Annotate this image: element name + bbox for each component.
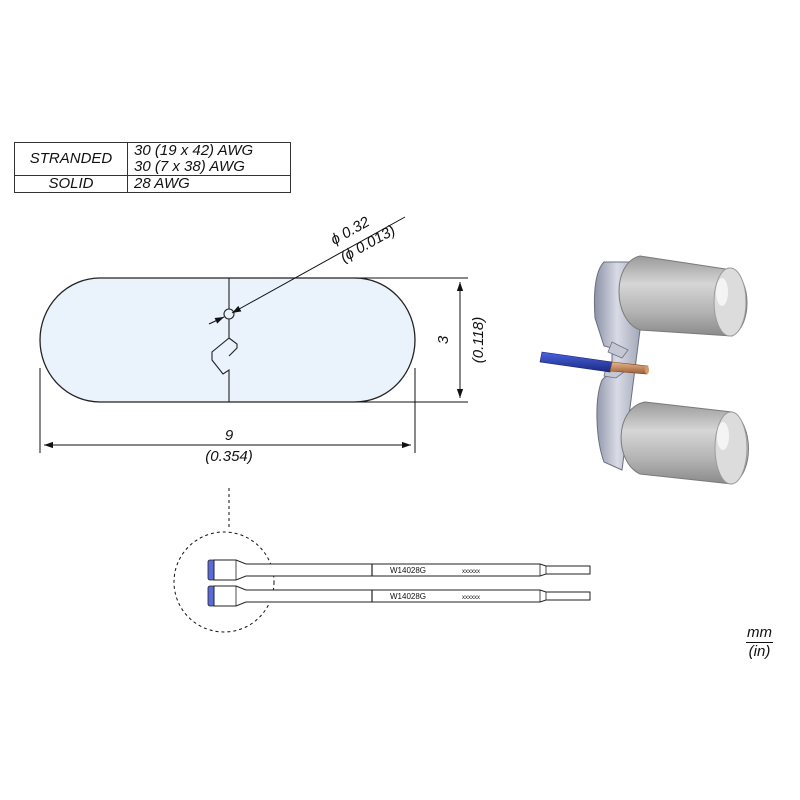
tip-side-view: W14028G xxxxxx W14028G xxxxxx bbox=[173, 488, 591, 633]
upper-cartridge bbox=[618, 255, 748, 337]
tip-3d-illustration bbox=[539, 255, 749, 485]
lower-arm-model: W14028G bbox=[390, 592, 426, 601]
lower-arm-code: xxxxxx bbox=[462, 595, 480, 601]
lower-arm: W14028G xxxxxx bbox=[207, 585, 591, 607]
width-dim-mm: 9 bbox=[225, 427, 234, 444]
upper-arm-code: xxxxxx bbox=[462, 569, 480, 575]
height-dimension: 3 (0.118) bbox=[355, 277, 487, 403]
upper-arm-model: W14028G bbox=[390, 566, 426, 575]
wire bbox=[539, 351, 649, 375]
spec-value-stranded-2: 30 (7 x 38) AWG bbox=[134, 158, 245, 175]
spec-value-stranded-1: 30 (19 x 42) AWG bbox=[134, 142, 254, 159]
units-mm: mm bbox=[746, 624, 773, 643]
units-legend: mm (in) bbox=[746, 624, 773, 661]
detail-circle bbox=[173, 531, 275, 633]
height-dim-in: (0.118) bbox=[470, 317, 487, 363]
spec-row-solid: SOLID 28 AWG bbox=[14, 175, 291, 193]
tip-face-view bbox=[39, 277, 416, 403]
spec-value-solid-1: 28 AWG bbox=[134, 175, 190, 192]
spec-value-stranded: 30 (19 x 42) AWG 30 (7 x 38) AWG bbox=[127, 142, 291, 176]
width-dim-in: (0.354) bbox=[205, 448, 253, 465]
wire-spec-table: STRANDED 30 (19 x 42) AWG 30 (7 x 38) AW… bbox=[14, 142, 291, 193]
spec-label-stranded: STRANDED bbox=[14, 142, 128, 176]
spec-label-solid: SOLID bbox=[14, 175, 128, 193]
height-dim-mm: 3 bbox=[435, 335, 452, 344]
units-in: (in) bbox=[748, 643, 771, 660]
tip-face-outline bbox=[39, 277, 416, 403]
upper-arm: W14028G xxxxxx bbox=[207, 559, 591, 581]
upper-jaw bbox=[607, 341, 629, 359]
lower-cartridge bbox=[620, 401, 749, 485]
spec-row-stranded: STRANDED 30 (19 x 42) AWG 30 (7 x 38) AW… bbox=[14, 142, 291, 176]
width-dimension: 9 (0.354) bbox=[39, 368, 416, 465]
spec-value-solid: 28 AWG bbox=[127, 175, 291, 193]
tip-split-notch-right bbox=[228, 337, 238, 357]
hole-circle bbox=[223, 308, 235, 320]
